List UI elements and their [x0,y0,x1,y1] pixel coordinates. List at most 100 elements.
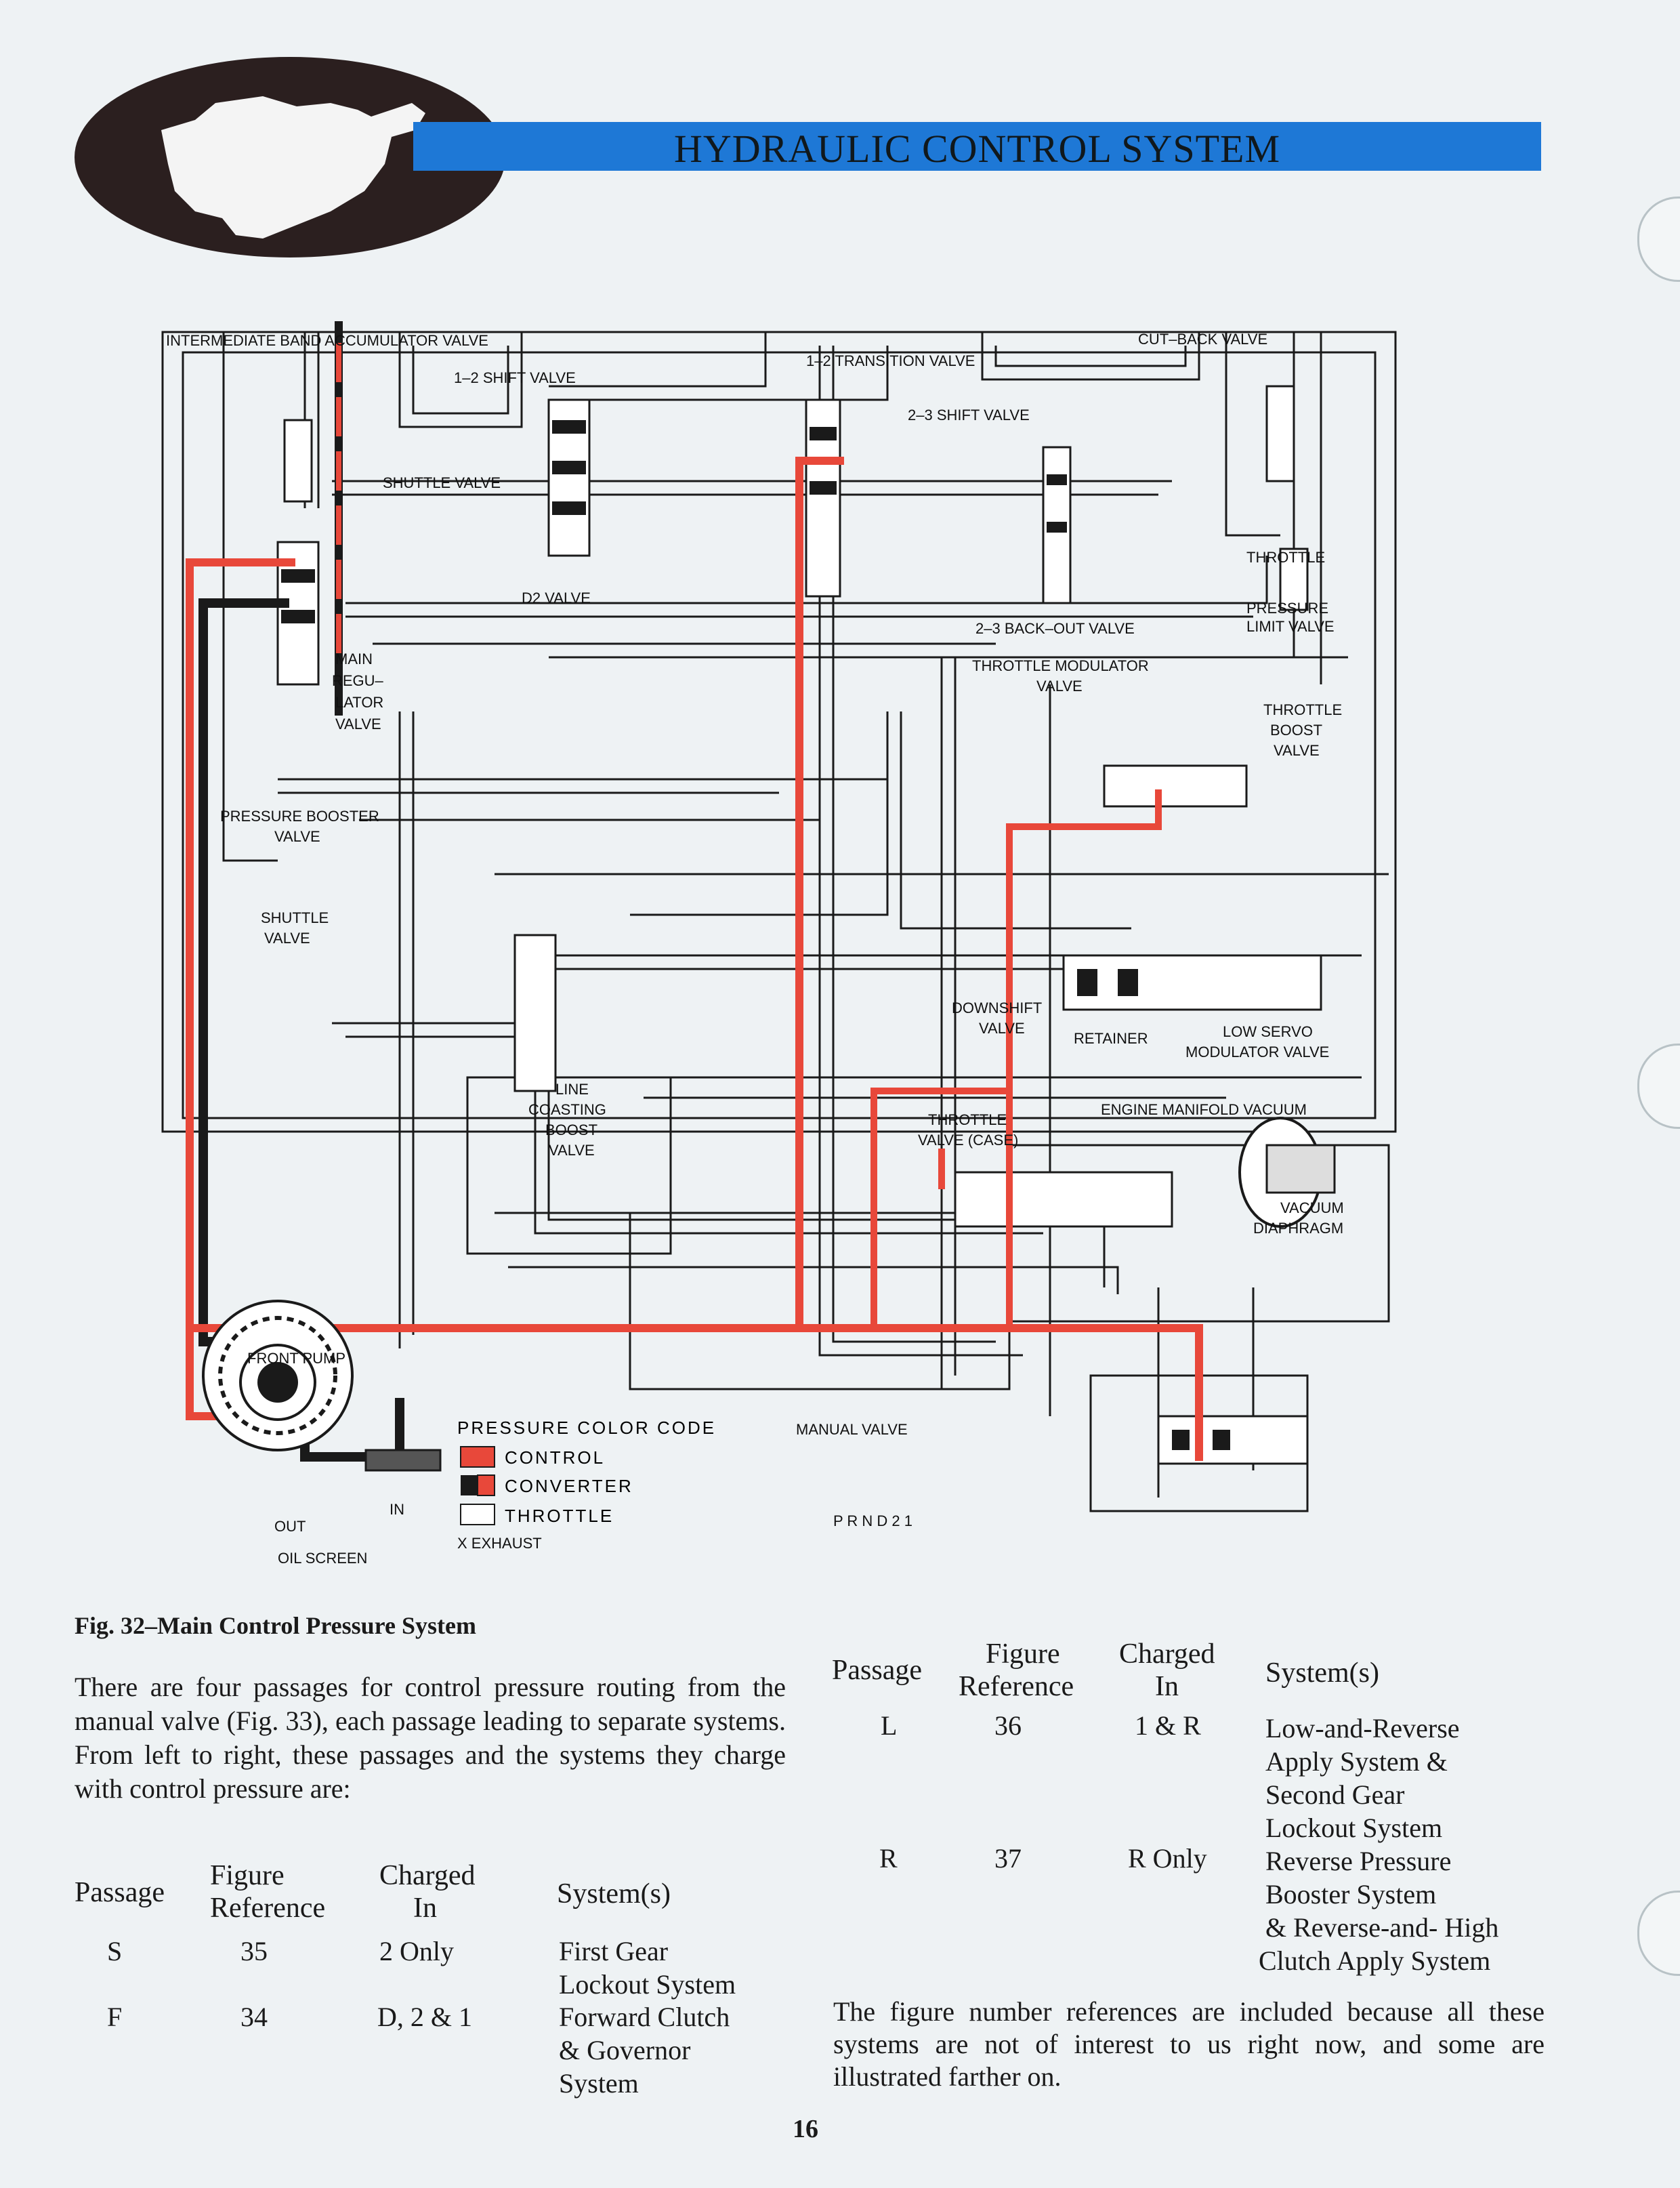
label-throttle-pl-1: THROTTLE [1246,549,1325,566]
cell-charged-f: D, 2 & 1 [377,2002,472,2032]
page-number: 16 [793,2115,818,2143]
cell-system-r-1: Reverse Pressure [1265,1846,1452,1876]
label-cut-back: CUT–BACK VALVE [1138,331,1267,348]
cell-charged-l: 1 & R [1135,1710,1201,1741]
legend-converter-swatch [461,1475,478,1495]
legend-control-swatch [460,1446,495,1468]
hydraulic-schematic: INTERMEDIATE BAND ACCUMULATOR VALVE 1–2 … [161,321,1397,1567]
th-passage-left: Passage [75,1877,165,1908]
label-throttle-case-1: THROTTLE [928,1111,1007,1128]
label-2-3-shift: 2–3 SHIFT VALVE [908,407,1030,424]
cell-system-s-2: Lockout System [559,1969,736,2000]
th-passage-right: Passage [832,1655,922,1686]
label-throttle-boost-3: VALVE [1274,742,1320,759]
label-intermediate-band: INTERMEDIATE BAND ACCUMULATOR VALVE [166,332,488,349]
label-vacuum-2: DIAPHRAGM [1253,1220,1343,1237]
th-charged-right-1: Charged [1119,1638,1215,1670]
label-throttle-mod-1: THROTTLE MODULATOR [972,657,1149,674]
cell-passage-l: L [881,1710,898,1741]
figure-caption: Fig. 32–Main Control Pressure System [75,1612,476,1639]
th-charged-left-2: In [413,1893,437,1924]
label-d2-valve: D2 VALVE [522,590,591,606]
cell-system-r-3: & Reverse-and- High [1265,1912,1499,1943]
cell-system-r-2: Booster System [1265,1879,1437,1910]
cell-system-f-1: Forward Clutch [559,2002,730,2032]
cell-charged-s: 2 Only [379,1936,454,1966]
cell-figure-35: 35 [240,1936,268,1966]
outro-paragraph: The figure number references are include… [833,1996,1545,2092]
binder-hole-top [1637,197,1680,282]
legend-throttle-swatch [460,1504,495,1525]
label-throttle-boost-1: THROTTLE [1263,701,1342,718]
legend-converter: CONVERTER [505,1476,633,1496]
label-2-3-backout: 2–3 BACK–OUT VALVE [975,620,1135,637]
label-line-coasting-2: COASTING [528,1101,606,1118]
label-pump-in: IN [390,1501,404,1518]
label-main-reg-1: MAIN [335,651,373,667]
label-throttle-mod-2: VALVE [1036,678,1083,695]
banner-title: HYDRAULIC CONTROL SYSTEM [673,127,1281,171]
label-1-2-transition: 1–2 TRANSITION VALVE [806,352,975,369]
label-shuttle-mid-2: VALVE [264,930,310,947]
th-figure-right-2: Reference [959,1671,1074,1702]
th-figure-right-1: Figure [986,1638,1060,1670]
label-main-reg-4: VALVE [335,716,381,732]
transmission-logo [75,57,505,257]
cell-system-f-3: System [559,2068,639,2099]
intro-paragraph: There are four passages for control pres… [75,1672,786,1804]
label-line-coasting-3: BOOST [545,1121,597,1138]
label-main-reg-3: LATOR [335,694,383,711]
cell-passage-r: R [879,1843,898,1874]
label-throttle-pl-3: LIMIT VALVE [1246,618,1335,635]
cell-figure-34: 34 [240,2002,268,2032]
label-manual-valve: MANUAL VALVE [796,1421,908,1438]
label-pressure-booster-2: VALVE [274,828,320,845]
th-charged-left-1: Charged [379,1860,476,1891]
cell-passage-s: S [107,1936,123,1966]
label-line-coasting-4: VALVE [549,1142,595,1159]
label-vacuum-1: VACUUM [1280,1199,1344,1216]
front-pump [202,1300,442,1472]
pressure-legend: PRESSURE COLOR CODE CONTROL CONVERTER TH… [457,1418,716,1552]
legend-title: PRESSURE COLOR CODE [457,1418,716,1438]
label-low-servo-1: LOW SERVO [1223,1023,1313,1040]
label-shuttle-top: SHUTTLE VALVE [383,474,501,491]
label-front-pump: FRONT PUMP [247,1350,345,1367]
cell-system-f-2: & Governor [559,2035,691,2065]
label-low-servo-2: MODULATOR VALVE [1185,1044,1329,1060]
label-throttle-case-2: VALVE (CASE) [918,1132,1018,1149]
label-downshift-1: DOWNSHIFT [952,999,1042,1016]
cell-system-l-2: Apply System & [1265,1746,1448,1777]
label-throttle-pl-2: PRESSURE [1246,600,1328,617]
section-banner: HYDRAULIC CONTROL SYSTEM [413,122,1541,171]
cell-system-l-1: Low-and-Reverse [1265,1713,1460,1743]
label-oil-screen: OIL SCREEN [278,1550,367,1567]
cell-figure-37: 37 [994,1843,1022,1874]
th-systems-right: System(s) [1265,1657,1379,1689]
th-systems-left: System(s) [557,1878,671,1910]
legend-exhaust: X EXHAUST [457,1535,542,1552]
th-figure-left-2: Reference [210,1893,326,1924]
label-downshift-2: VALVE [979,1020,1025,1037]
cell-system-l-4: Lockout System [1265,1813,1443,1843]
th-charged-right-2: In [1155,1671,1179,1702]
cell-charged-r: R Only [1128,1843,1207,1874]
label-pressure-booster-1: PRESSURE BOOSTER [220,808,379,825]
legend-control: CONTROL [505,1447,605,1468]
cell-passage-f: F [107,2002,123,2032]
label-retainer: RETAINER [1074,1030,1148,1047]
binder-hole-middle [1637,1044,1680,1129]
legend-throttle: THROTTLE [505,1506,614,1526]
cell-system-r-4: Clutch Apply System [1259,1945,1491,1976]
vacuum-diaphragm [1238,1117,1336,1228]
label-throttle-boost-2: BOOST [1270,722,1322,739]
label-pump-out: OUT [274,1518,306,1535]
cell-system-s-1: First Gear [559,1936,669,1966]
label-line-coasting-1: LINE [555,1081,589,1098]
cell-figure-36: 36 [994,1710,1022,1741]
label-shuttle-mid-1: SHUTTLE [261,909,329,926]
cell-system-l-3: Second Gear [1265,1779,1405,1810]
label-engine-manifold: ENGINE MANIFOLD VACUUM [1101,1101,1307,1118]
binder-hole-bottom [1637,1891,1680,1976]
label-1-2-shift: 1–2 SHIFT VALVE [454,369,576,386]
